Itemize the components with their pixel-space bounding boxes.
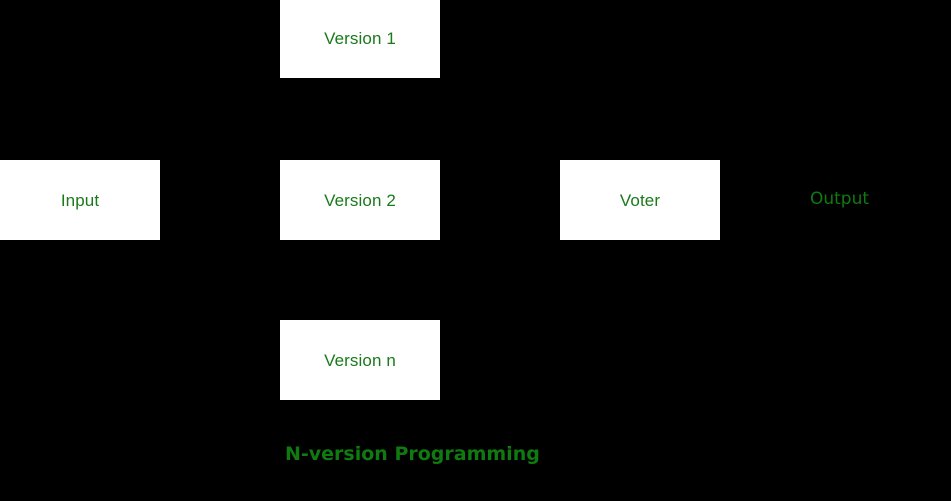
node-voter[interactable]: Voter <box>560 160 720 240</box>
node-version-n[interactable]: Version n <box>280 320 440 400</box>
label-output: Output <box>809 189 870 209</box>
node-voter-label: Voter <box>619 190 661 210</box>
node-version-1-label: Version 1 <box>324 28 396 48</box>
arrowhead-versionn <box>270 355 280 365</box>
node-version-2[interactable]: Version 2 <box>280 160 440 240</box>
edge-input-to-versionn <box>160 199 272 361</box>
node-input-label: Input <box>60 190 100 210</box>
figure-caption: N-version Programming <box>285 443 540 465</box>
edge-input-to-version1 <box>160 38 272 201</box>
arrowhead-version1 <box>270 34 280 44</box>
node-version-1[interactable]: Version 1 <box>280 0 440 78</box>
node-version-2-label: Version 2 <box>324 190 396 210</box>
node-input[interactable]: Input <box>0 160 160 240</box>
edge-versionn-to-voter <box>440 199 552 361</box>
edge-version1-to-voter <box>440 38 552 201</box>
node-version-n-label: Version n <box>324 350 396 370</box>
arrowhead-version2 <box>270 195 280 205</box>
